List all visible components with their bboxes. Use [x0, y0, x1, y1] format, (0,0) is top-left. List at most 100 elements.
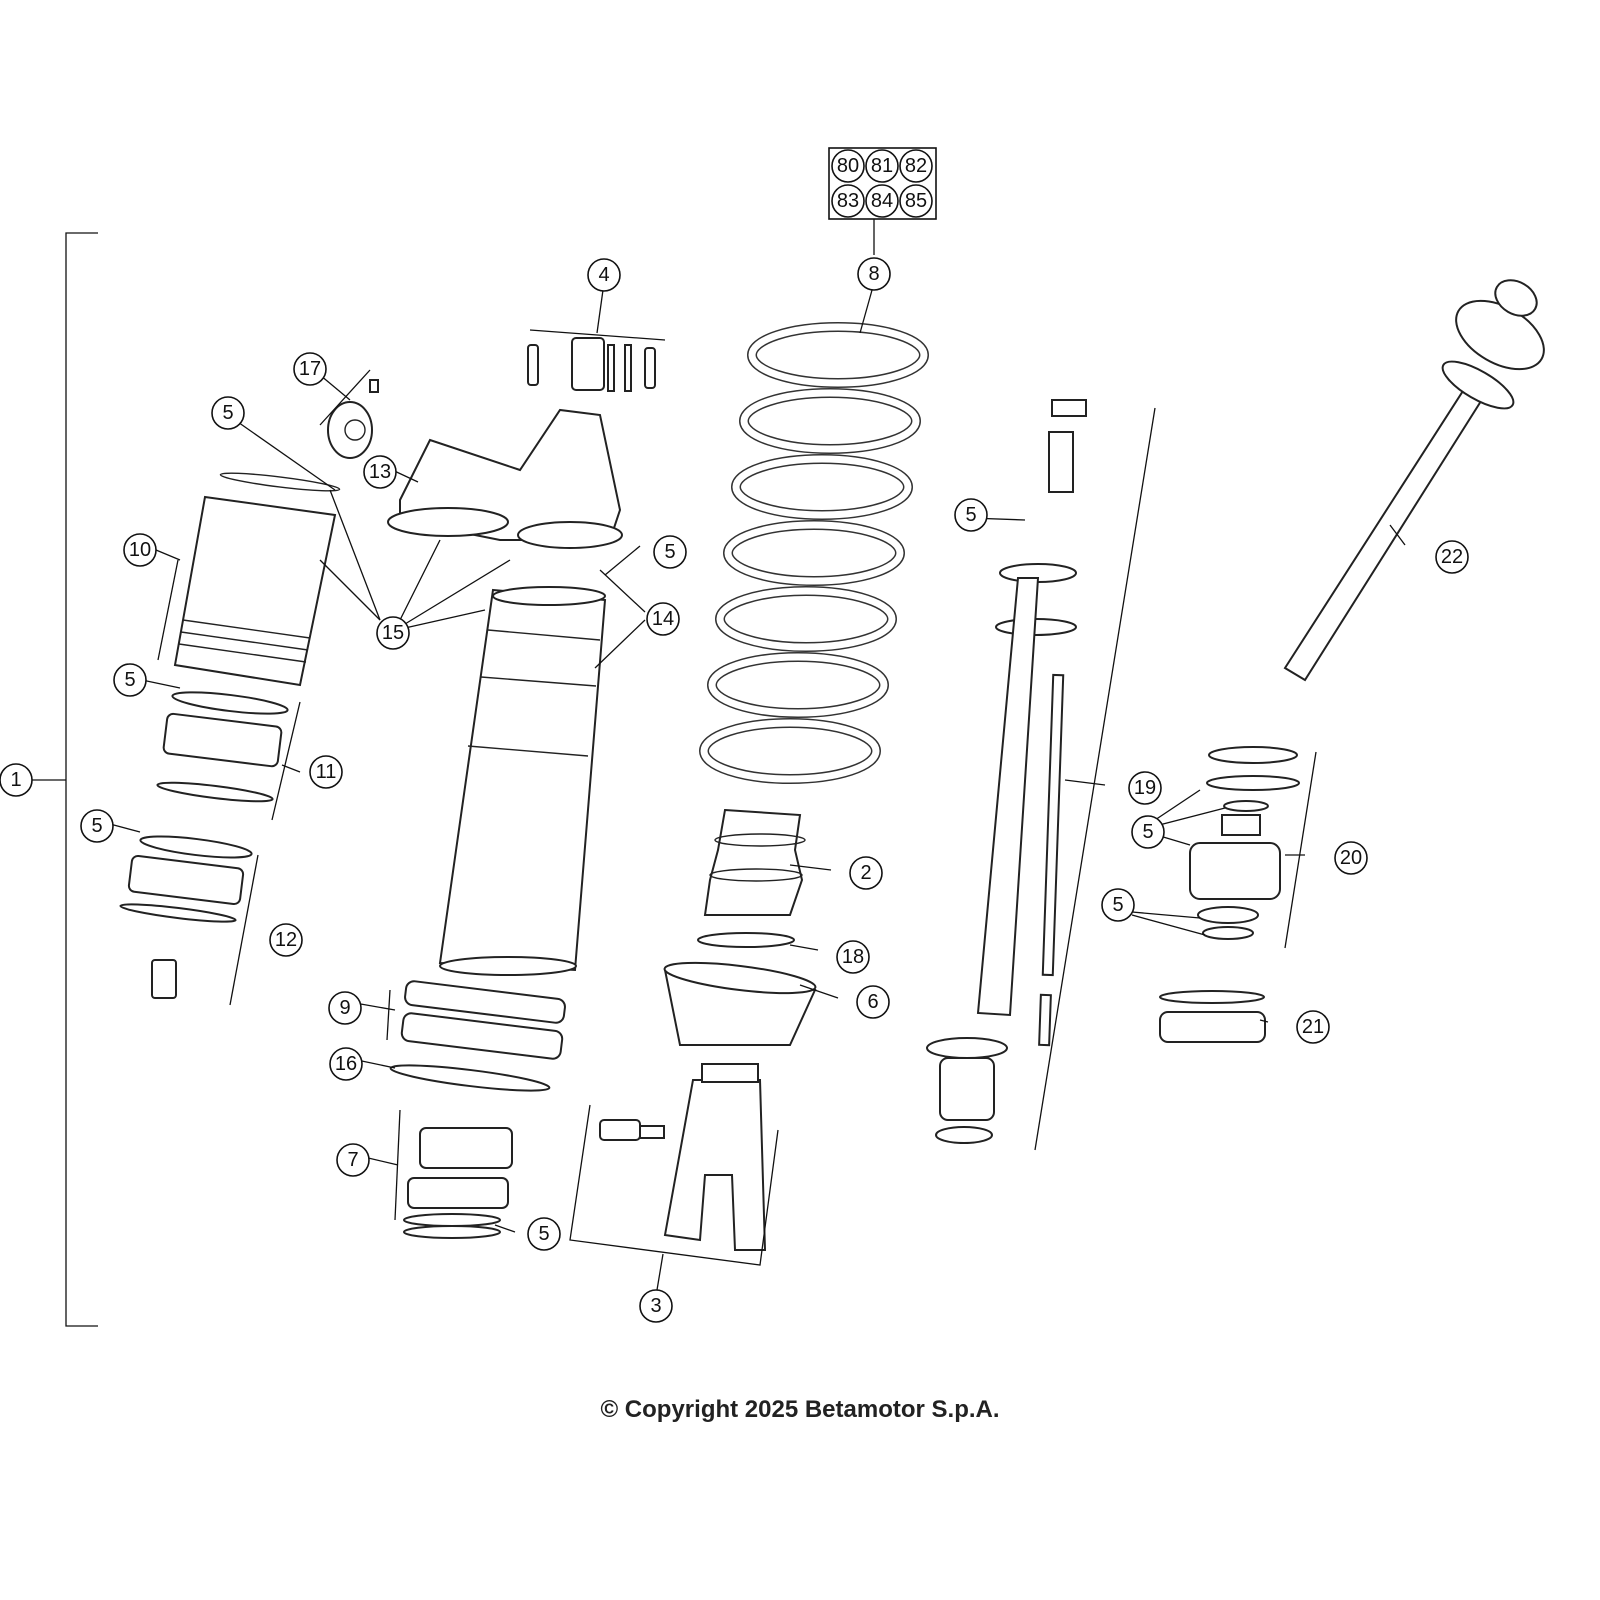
callout-label: 5 — [538, 1223, 549, 1245]
kit-callout-81: 81 — [865, 149, 899, 183]
callout-5: 5 — [954, 498, 988, 532]
callout-5: 5 — [80, 809, 114, 843]
callout-label: 22 — [1441, 546, 1463, 568]
callout-14: 14 — [646, 602, 680, 636]
kit-callout-84: 84 — [865, 184, 899, 218]
compression-adjuster-part — [403, 1127, 513, 1239]
kit-box: 80 81 82 83 84 85 — [828, 147, 937, 220]
callout-5: 5 — [1101, 888, 1135, 922]
callout-label: 10 — [129, 539, 151, 561]
callout-label: 20 — [1340, 847, 1362, 869]
copyright-text: © Copyright 2025 Betamotor S.p.A. — [600, 1396, 1000, 1423]
spring-seat-part — [663, 961, 817, 1046]
reservoir-head-part — [387, 408, 623, 549]
spring-coil — [708, 653, 888, 717]
callout-label: 16 — [335, 1053, 357, 1075]
callout-16: 16 — [329, 1047, 363, 1081]
callout-label: 9 — [339, 997, 350, 1019]
callout-label: 5 — [965, 504, 976, 526]
callout-2: 2 — [849, 856, 883, 890]
kit-callout-80: 80 — [831, 149, 865, 183]
callout-3: 3 — [639, 1289, 673, 1323]
callout-label: 1 — [10, 769, 21, 791]
callout-5: 5 — [113, 663, 147, 697]
kit-callout-label: 84 — [871, 190, 893, 212]
kit-callout-82: 82 — [899, 149, 933, 183]
callout-label: 4 — [598, 264, 609, 286]
callout-19: 19 — [1128, 771, 1162, 805]
callout-18: 18 — [836, 940, 870, 974]
spring-coil — [732, 455, 912, 519]
cartridge-part — [1283, 279, 1545, 682]
kit-callout-label: 80 — [837, 155, 859, 177]
kit-callout-label: 81 — [871, 155, 893, 177]
callout-label: 2 — [860, 862, 871, 884]
callout-12: 12 — [269, 923, 303, 957]
assembly-bracket — [65, 232, 98, 1327]
callout-21: 21 — [1296, 1010, 1330, 1044]
bushing-set-part — [527, 337, 656, 392]
callout-7: 7 — [336, 1143, 370, 1177]
callout-8: 8 — [857, 257, 891, 291]
kit-callout-label: 85 — [905, 190, 927, 212]
preload-nuts-part — [389, 980, 566, 1092]
callout-label: 3 — [650, 1295, 661, 1317]
callout-6: 6 — [856, 985, 890, 1019]
bottom-out-cup-part — [1159, 990, 1266, 1043]
callout-label: 5 — [1112, 894, 1123, 916]
kit-callout-85: 85 — [899, 184, 933, 218]
reservoir-cylinder-part — [173, 472, 341, 687]
callout-label: 5 — [91, 815, 102, 837]
washer-part — [697, 932, 795, 948]
piston-shaft-part — [926, 399, 1087, 1144]
callout-5: 5 — [653, 535, 687, 569]
callout-17: 17 — [293, 352, 327, 386]
callout-4: 4 — [587, 258, 621, 292]
spring-coil — [724, 521, 904, 585]
callout-9: 9 — [328, 991, 362, 1025]
callout-13: 13 — [363, 455, 397, 489]
callout-15: 15 — [376, 616, 410, 650]
callout-label: 5 — [1142, 821, 1153, 843]
callout-22: 22 — [1435, 540, 1469, 574]
callout-5: 5 — [211, 396, 245, 430]
spring-coil — [740, 389, 920, 453]
callout-label: 21 — [1302, 1016, 1324, 1038]
callout-label: 13 — [369, 461, 391, 483]
kit-callout-label: 82 — [905, 155, 927, 177]
callout-label: 11 — [316, 761, 337, 783]
callout-label: 14 — [652, 608, 674, 630]
piston-assembly-part — [1189, 746, 1300, 940]
callout-10: 10 — [123, 533, 157, 567]
spring-coil — [700, 719, 880, 783]
callout-20: 20 — [1334, 841, 1368, 875]
adjuster-knob-part — [327, 379, 379, 459]
callout-label: 6 — [867, 991, 878, 1013]
callout-label: 19 — [1134, 777, 1156, 799]
callout-label: 8 — [868, 263, 879, 285]
end-cap-part — [119, 835, 253, 999]
callout-label: 7 — [347, 1149, 358, 1171]
kit-callout-label: 83 — [837, 190, 859, 212]
callout-1: 1 — [0, 763, 33, 797]
kit-callout-83: 83 — [831, 184, 865, 218]
callout-5: 5 — [1131, 815, 1165, 849]
callout-5: 5 — [527, 1217, 561, 1251]
spring-coil — [748, 323, 928, 387]
spring-coil — [716, 587, 896, 651]
bump-stop-part — [703, 808, 806, 916]
spring-part — [699, 322, 929, 784]
damper-body-part — [438, 586, 607, 976]
callout-label: 12 — [275, 929, 297, 951]
callout-label: 5 — [222, 402, 233, 424]
clevis-part — [599, 1063, 767, 1251]
callout-11: 11 — [309, 755, 343, 789]
callout-label: 5 — [124, 669, 135, 691]
reservoir-piston-part — [156, 691, 289, 803]
callout-label: 15 — [382, 622, 404, 644]
callout-label: 5 — [664, 541, 675, 563]
callout-label: 17 — [299, 358, 321, 380]
leader-lines — [109, 369, 1406, 1233]
